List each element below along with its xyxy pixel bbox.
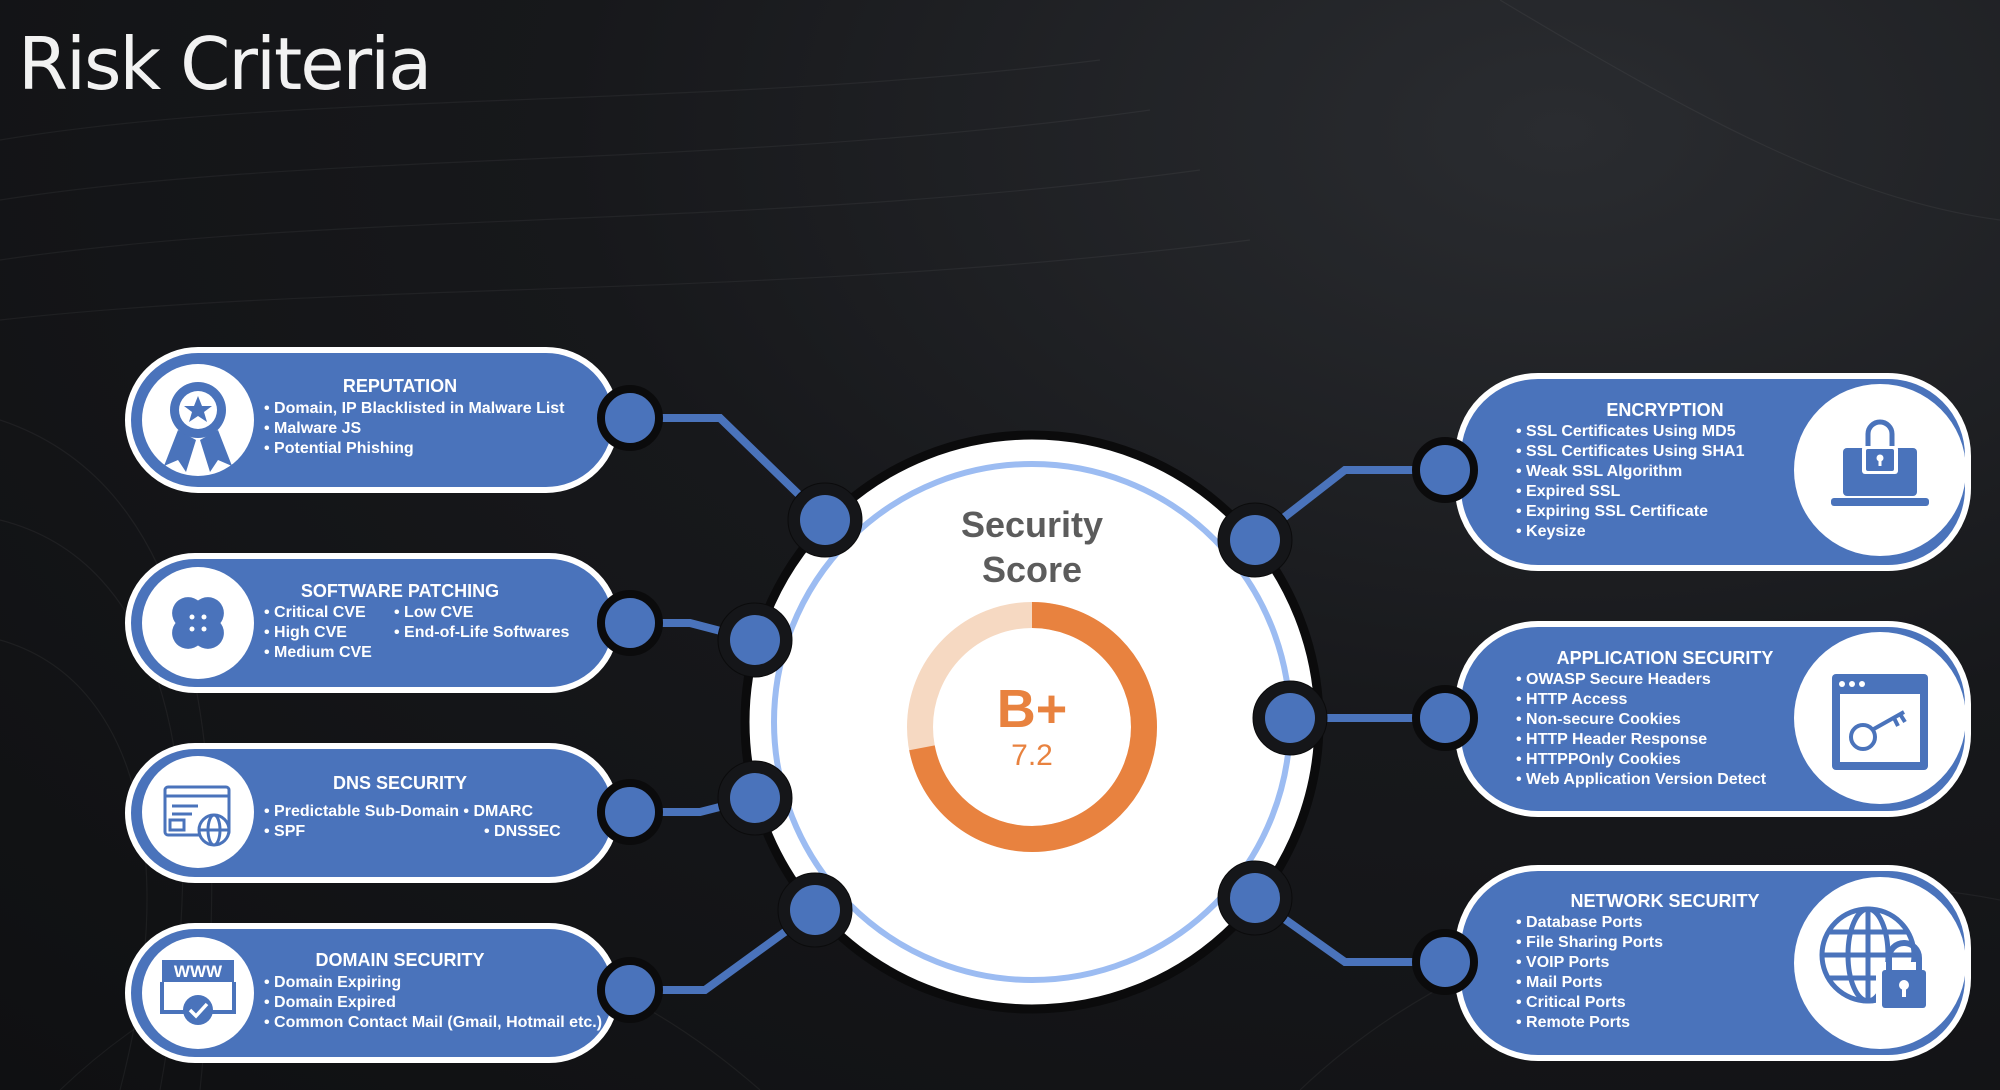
www-icon-label: WWW — [174, 962, 223, 981]
security-score-hub: Security Score B+ 7.2 — [717, 430, 1328, 1014]
card-item-application-2: • Non-secure Cookies — [1516, 711, 1681, 728]
connector-dot-reputation — [597, 385, 663, 451]
card-item-encryption-0: • SSL Certificates Using MD5 — [1516, 423, 1736, 440]
card-reputation: REPUTATION • Domain, IP Blacklisted in M… — [125, 347, 663, 493]
hub-nodes — [730, 495, 1315, 935]
node-application — [1265, 693, 1315, 743]
card-item-encryption-5: • Keysize — [1516, 523, 1586, 540]
connector-dot-patching — [597, 590, 663, 656]
card-item-patching-2: • High CVE — [264, 624, 347, 641]
card-item-reputation-2: • Potential Phishing — [264, 440, 414, 457]
card-item-reputation-0: • Domain, IP Blacklisted in Malware List — [264, 400, 565, 417]
connector-dot-network — [1412, 929, 1478, 995]
card-title-patching: SOFTWARE PATCHING — [301, 581, 499, 601]
card-item-network-4: • Critical Ports — [1516, 994, 1626, 1011]
card-item-patching-4: • Medium CVE — [264, 644, 372, 661]
card-item-application-0: • OWASP Secure Headers — [1516, 671, 1711, 688]
node-encryption — [1230, 515, 1280, 565]
card-item-encryption-1: • SSL Certificates Using SHA1 — [1516, 443, 1745, 460]
award-ribbon-icon — [164, 382, 232, 472]
connector-dot-dns — [597, 779, 663, 845]
card-item-dns-0: • Predictable Sub-Domain • DMARC — [264, 803, 533, 820]
card-item-encryption-2: • Weak SSL Algorithm — [1516, 463, 1682, 480]
card-title-dns: DNS SECURITY — [333, 773, 467, 793]
card-item-application-4: • HTTPPOnly Cookies — [1516, 751, 1681, 768]
card-item-network-5: • Remote Ports — [1516, 1014, 1630, 1031]
connector-dot-encryption — [1412, 437, 1478, 503]
score-title-line2: Score — [982, 549, 1082, 590]
card-item-network-2: • VOIP Ports — [1516, 954, 1609, 971]
node-patching — [730, 615, 780, 665]
card-item-application-5: • Web Application Version Detect — [1516, 771, 1767, 788]
score-value: 7.2 — [1011, 739, 1053, 772]
card-item-domain-1: • Domain Expired — [264, 994, 396, 1011]
card-application-security: APPLICATION SECURITY • OWASP Secure Head… — [1412, 621, 1971, 817]
score-grade: B+ — [997, 679, 1068, 739]
laptop-lock-icon — [1831, 419, 1929, 506]
card-item-patching-1: • Low CVE — [394, 604, 474, 621]
connector-encryption — [1251, 466, 1449, 544]
browser-key-icon — [1832, 674, 1928, 770]
card-domain-security: WWW DOMAIN SECURITY • Domain Expiring • … — [125, 923, 663, 1063]
connector-dot-domain — [597, 957, 663, 1023]
card-item-dns-1: • SPF — [264, 823, 305, 840]
node-domain — [790, 885, 840, 935]
card-title-network: NETWORK SECURITY — [1571, 891, 1760, 911]
globe-lock-icon — [1819, 906, 1932, 1014]
card-title-domain: DOMAIN SECURITY — [315, 950, 484, 970]
card-item-domain-2: • Common Contact Mail (Gmail, Hotmail et… — [264, 1014, 602, 1031]
node-dns — [730, 773, 780, 823]
www-check-icon: WWW — [160, 960, 236, 1025]
card-item-reputation-1: • Malware JS — [264, 420, 362, 437]
browser-globe-icon — [163, 785, 231, 847]
page-title: Risk Criteria — [18, 22, 432, 106]
card-encryption: ENCRYPTION • SSL Certificates Using MD5 … — [1412, 373, 1971, 571]
card-item-dns-2: • DNSSEC — [484, 823, 561, 840]
card-dns-security: DNS SECURITY • Predictable Sub-Domain • … — [125, 743, 663, 883]
card-title-reputation: REPUTATION — [343, 376, 457, 396]
node-reputation — [800, 495, 850, 545]
card-item-encryption-3: • Expired SSL — [1516, 483, 1621, 500]
card-item-network-0: • Database Ports — [1516, 914, 1643, 931]
card-item-patching-0: • Critical CVE — [264, 604, 366, 621]
connector-dot-application — [1412, 685, 1478, 751]
card-title-application: APPLICATION SECURITY — [1557, 648, 1774, 668]
card-network-security: NETWORK SECURITY • Database Ports • File… — [1412, 865, 1971, 1061]
card-item-network-1: • File Sharing Ports — [1516, 934, 1663, 951]
card-item-domain-0: • Domain Expiring — [264, 974, 401, 991]
card-title-encryption: ENCRYPTION — [1606, 400, 1723, 420]
gauge-fill — [907, 602, 1157, 852]
card-item-patching-3: • End-of-Life Softwares — [394, 624, 569, 641]
bandage-icon — [172, 597, 224, 649]
card-item-network-3: • Mail Ports — [1516, 974, 1603, 991]
card-item-encryption-4: • Expiring SSL Certificate — [1516, 503, 1708, 520]
node-network — [1230, 873, 1280, 923]
card-item-application-1: • HTTP Access — [1516, 691, 1628, 708]
card-item-application-3: • HTTP Header Response — [1516, 731, 1707, 748]
score-title-line1: Security — [961, 504, 1103, 545]
card-software-patching: SOFTWARE PATCHING • Critical CVE • Low C… — [125, 553, 663, 693]
